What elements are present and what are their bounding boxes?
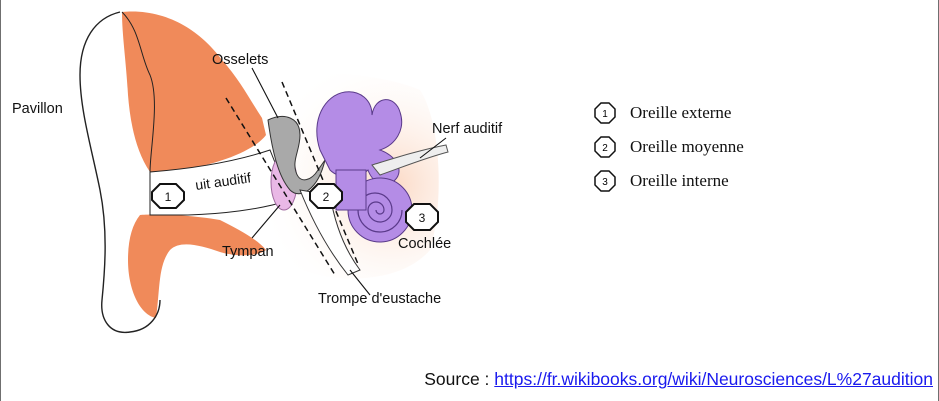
legend: 1 Oreille externe 2 Oreille moyenne 3 Or…: [594, 96, 744, 198]
source-prefix: Source :: [424, 369, 494, 389]
marker-2-text: 2: [323, 190, 330, 204]
pavillon-shape: [122, 12, 266, 172]
source-link[interactable]: https://fr.wikibooks.org/wiki/Neuroscien…: [494, 369, 933, 389]
source-line: Source : https://fr.wikibooks.org/wiki/N…: [424, 369, 933, 390]
label-tympan: Tympan: [222, 244, 274, 260]
pavillon-lower-shape: [128, 215, 266, 318]
label-pavillon: Pavillon: [12, 101, 63, 117]
marker-3: 3: [406, 204, 438, 230]
svg-text:2: 2: [602, 143, 608, 154]
marker-1: 1: [152, 184, 184, 208]
label-cochlee: Cochlée: [398, 236, 451, 252]
legend-item: 3 Oreille interne: [594, 164, 744, 198]
ear-diagram: Pavillon Osselets uit auditif Tympan Ner…: [0, 0, 560, 401]
marker-2: 2: [310, 184, 342, 208]
svg-text:1: 1: [602, 109, 608, 120]
marker-1-text: 1: [165, 190, 172, 204]
legend-label-oreille-externe: Oreille externe: [630, 103, 731, 123]
legend-label-oreille-interne: Oreille interne: [630, 171, 729, 191]
legend-item: 2 Oreille moyenne: [594, 130, 744, 164]
legend-item: 1 Oreille externe: [594, 96, 744, 130]
legend-label-oreille-moyenne: Oreille moyenne: [630, 137, 744, 157]
svg-text:3: 3: [602, 177, 608, 188]
label-osselets: Osselets: [212, 52, 268, 68]
marker-3-text: 3: [419, 211, 426, 225]
octagon-number-icon: 3: [594, 170, 616, 192]
octagon-number-icon: 2: [594, 136, 616, 158]
octagon-number-icon: 1: [594, 102, 616, 124]
label-trompe-eustache: Trompe d'eustache: [318, 291, 441, 307]
label-nerf-auditif: Nerf auditif: [432, 121, 503, 137]
